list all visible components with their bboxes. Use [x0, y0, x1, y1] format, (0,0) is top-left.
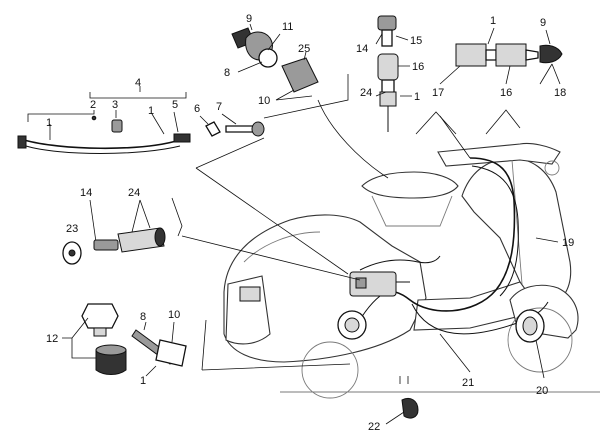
terminal-22 [385, 397, 419, 425]
callout-12: 12 [46, 333, 58, 345]
grip-throttle-right [439, 27, 563, 85]
front-wheel [507, 307, 573, 373]
adjuster-sleeve [379, 91, 397, 107]
callout-14: 14 [80, 187, 92, 199]
gear-change-cable [471, 165, 519, 297]
nipple-body [155, 339, 187, 367]
hex-bolt [81, 303, 119, 329]
cable-clip [205, 121, 221, 137]
seat-base [371, 195, 453, 227]
callout-23: 23 [66, 223, 78, 235]
speedo-drive [515, 309, 545, 343]
scooter-body [223, 142, 600, 399]
callout-11: 11 [282, 21, 293, 33]
callout-15: 15 [410, 35, 422, 47]
callout-18: 18 [554, 87, 566, 99]
callout-1: 1 [148, 105, 154, 117]
callout-6: 6 [194, 103, 200, 115]
brake-cable-assembly [17, 86, 265, 154]
cable-spring [93, 239, 119, 251]
callout-14: 14 [356, 43, 368, 55]
rear-cowl-line [243, 231, 321, 263]
rear-wheel [301, 341, 359, 399]
reference-lines [171, 74, 559, 384]
callout-16: 16 [412, 61, 424, 73]
callout-16: 16 [500, 87, 512, 99]
inner-cable [23, 139, 181, 150]
callout-10: 10 [168, 309, 180, 321]
ferrule [111, 119, 123, 133]
callout-21: 21 [462, 377, 474, 389]
adjuster-bolt [225, 125, 255, 133]
body-badge [239, 286, 261, 302]
callout-1: 1 [140, 375, 146, 387]
callouts: 9 11 8 25 10 4 2 3 1 1 5 6 7 14 15 16 24… [46, 13, 574, 433]
callout-24: 24 [360, 87, 372, 99]
cable-nipple-group [131, 321, 187, 377]
callout-1: 1 [490, 15, 496, 27]
callout-24: 24 [128, 187, 140, 199]
carburettor [349, 271, 410, 297]
seat [361, 171, 459, 199]
tensioner-barrel [117, 227, 165, 253]
grip-pulley [258, 48, 278, 68]
callout-1: 1 [414, 91, 420, 103]
callout-10: 10 [258, 95, 270, 107]
group-4-bracket [89, 86, 187, 99]
adjuster-body [377, 53, 399, 81]
rear-cable-run [411, 301, 549, 335]
throttle-housing [495, 43, 527, 67]
twist-grip-assembly [231, 23, 319, 101]
callout-7: 7 [216, 101, 222, 113]
callout-25: 25 [298, 43, 310, 55]
callout-8: 8 [140, 311, 146, 323]
adjuster-knob [377, 15, 397, 31]
cable-tensioner-group [62, 199, 166, 265]
callout-2: 2 [90, 99, 96, 111]
cable-adjuster-stack [375, 15, 412, 132]
callout-4: 4 [135, 77, 141, 89]
engine-cover [225, 275, 271, 345]
callout-22: 22 [368, 421, 380, 433]
cable-harness [351, 157, 549, 335]
rear-body-panel [223, 214, 427, 363]
grip-tube-right [455, 43, 487, 67]
cable-end-right [173, 133, 191, 143]
flywheel-cover [337, 310, 367, 340]
callout-5: 5 [172, 99, 178, 111]
callout-1: 1 [46, 117, 52, 129]
callout-20: 20 [536, 385, 548, 397]
callout-9: 9 [540, 17, 546, 29]
callout-19: 19 [562, 237, 574, 249]
carb-cable [359, 255, 441, 271]
cable-end-left [17, 135, 27, 149]
headlamp [544, 160, 560, 176]
callout-3: 3 [112, 99, 118, 111]
main-throttle-cable [381, 157, 516, 312]
headset [437, 142, 561, 167]
hex-nut-and-fitting [62, 303, 127, 375]
grip-cap-right [539, 44, 563, 64]
callout-17: 17 [432, 87, 444, 99]
grip-tube [281, 57, 319, 93]
callout-9: 9 [246, 13, 252, 25]
steering-column [511, 159, 523, 285]
callout-8: 8 [224, 67, 230, 79]
